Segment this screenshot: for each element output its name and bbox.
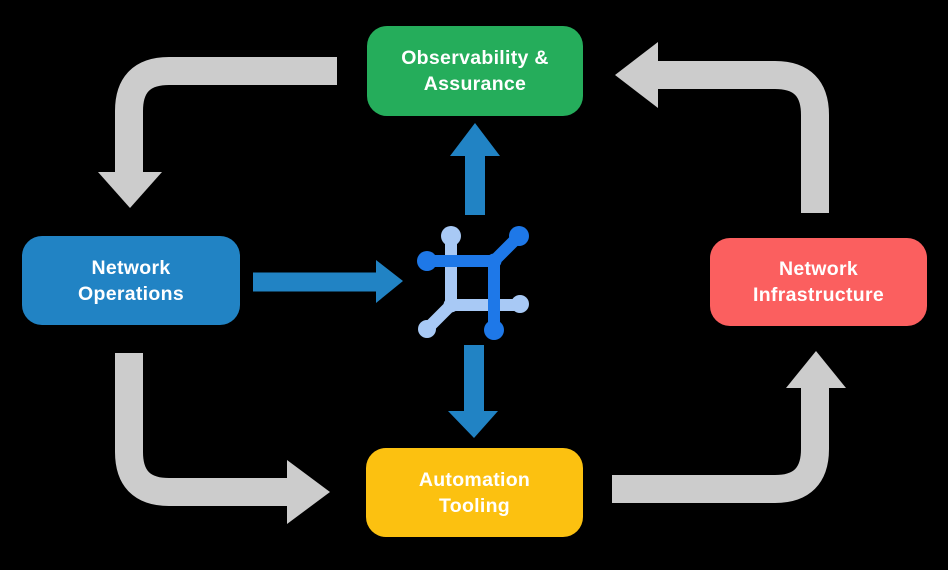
arrow-operations-to-center <box>253 260 403 303</box>
node-automation-tooling: Automation Tooling <box>366 448 583 537</box>
arrow-center-to-observability <box>450 123 500 215</box>
node-network-operations: Network Operations <box>22 236 240 325</box>
node-observability-assurance: Observability & Assurance <box>367 26 583 116</box>
arrow-operations-to-automation <box>115 353 330 524</box>
arrow-automation-to-infrastructure <box>612 351 846 503</box>
arrow-observability-to-operations <box>98 57 337 208</box>
network-automation-icon <box>417 226 529 340</box>
arrow-infrastructure-to-observability <box>615 42 829 213</box>
node-network-infrastructure: Network Infrastructure <box>710 238 927 326</box>
arrow-center-to-automation <box>448 345 498 438</box>
